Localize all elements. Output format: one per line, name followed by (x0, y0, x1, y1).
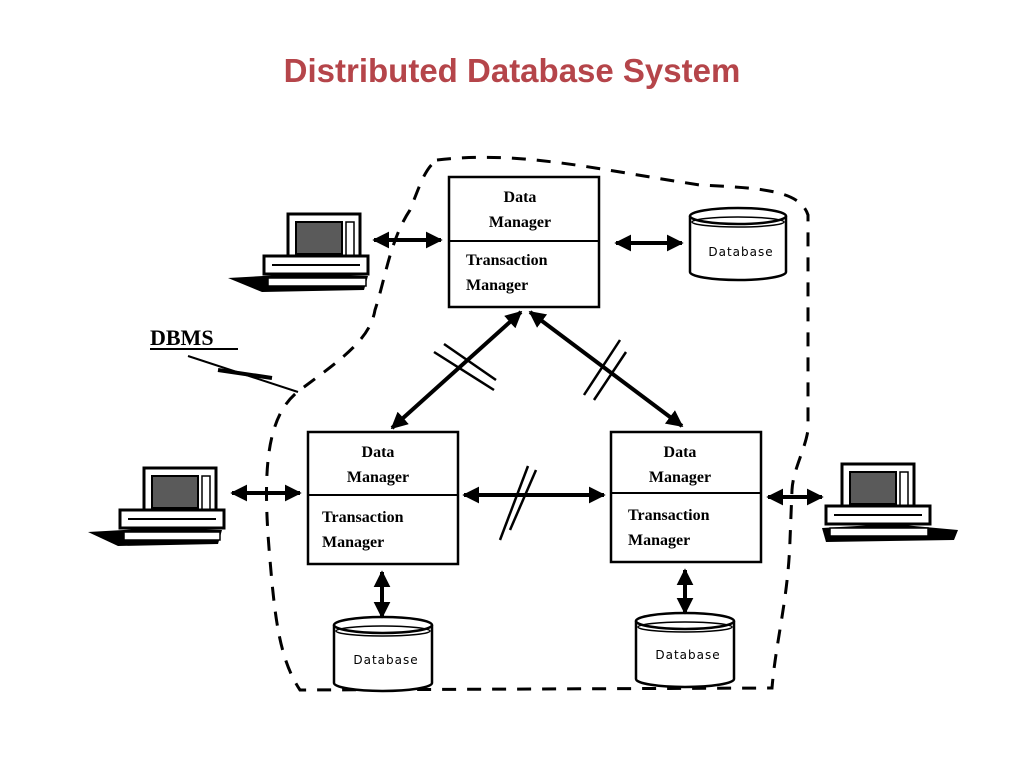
top-data-manager-line1: Data (504, 189, 537, 206)
dbms-pointer-stroke (217, 368, 273, 380)
network-break-marks (433, 339, 628, 541)
left-transaction-manager-line2: Manager (322, 534, 384, 551)
dbms-label: DBMS (150, 325, 214, 350)
left-database-label: Database (353, 653, 418, 667)
link-top-left (390, 310, 523, 430)
right-transaction-manager-line2: Manager (628, 532, 690, 549)
left-transaction-manager-line1: Transaction (322, 509, 404, 526)
right-transaction-manager-line1: Transaction (628, 507, 710, 524)
computer-icon (88, 466, 226, 546)
right-data-manager-line1: Data (664, 444, 697, 461)
page-title: Distributed Database System (283, 52, 741, 89)
top-transaction-manager-line2: Manager (466, 277, 528, 294)
site-left: Data Manager Transaction Manager (306, 430, 460, 566)
computer-icon (228, 212, 370, 292)
right-data-manager-line2: Manager (649, 469, 711, 486)
right-database-label: Database (655, 648, 720, 662)
dbms-boundary (265, 155, 810, 692)
database-cylinder-icon: Database (332, 615, 434, 693)
database-cylinder-icon: Database (634, 611, 736, 689)
site-right: Data Manager Transaction Manager (609, 430, 763, 564)
top-transaction-manager-line1: Transaction (466, 252, 548, 269)
database-cylinder-icon: Database (688, 206, 788, 282)
computer-icon (822, 462, 958, 542)
link-top-right (528, 310, 684, 428)
top-database-label: Database (708, 245, 773, 259)
site-top: Data Manager Transaction Manager (447, 175, 601, 309)
top-data-manager-line2: Manager (489, 214, 551, 231)
left-data-manager-line1: Data (362, 444, 395, 461)
left-data-manager-line2: Manager (347, 469, 409, 486)
